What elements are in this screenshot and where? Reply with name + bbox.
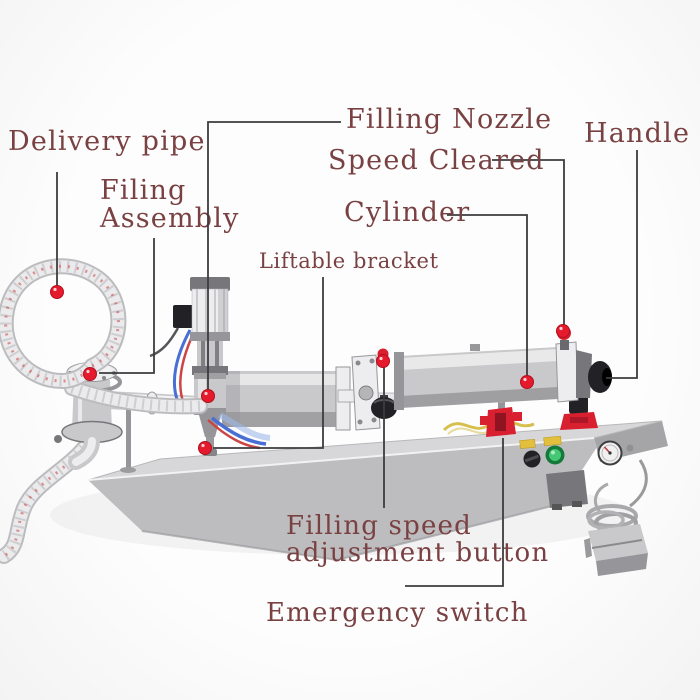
marker-delivery-pipe <box>50 285 64 299</box>
marker-filling-speed-adjustment-button <box>376 354 390 368</box>
cylinder-rear-plate <box>555 341 579 403</box>
marker-filing-assembly <box>83 367 97 381</box>
label-liftable-bracket: Liftable bracket <box>259 249 439 273</box>
clamp-wing-bolt <box>54 435 62 443</box>
leader-speed-cleared <box>492 159 565 325</box>
marker-liftable-bracket <box>198 441 212 455</box>
marker-speed-cleared <box>556 324 570 338</box>
control-panel <box>519 435 634 468</box>
label-cylinder: Cylinder <box>344 197 470 228</box>
label-filling-nozzle: Filling Nozzle <box>346 104 552 135</box>
solenoid-valve <box>173 305 194 328</box>
leader-handle <box>606 150 638 379</box>
leader-emergency-switch <box>405 438 504 587</box>
panel-label-left <box>519 438 536 449</box>
leader-liftable-bracket <box>213 277 324 449</box>
pedal-top <box>588 524 648 561</box>
power-cable <box>629 459 648 508</box>
pedal-front <box>596 553 648 576</box>
delivery-hose-tail <box>0 440 92 564</box>
solenoid-cable <box>149 327 180 358</box>
marker-filling-nozzle <box>201 389 215 403</box>
leader-filling-nozzle <box>207 121 341 392</box>
blue-air-tube <box>172 329 192 403</box>
support-foot <box>546 470 588 508</box>
rear-bracket <box>576 350 592 398</box>
label-emergency-switch: Emergency switch <box>266 598 529 628</box>
rod-hub <box>358 385 374 401</box>
cylinder-front-plate <box>394 352 404 410</box>
leader-cylinder <box>447 214 528 377</box>
leader-filing-assembly <box>99 238 155 374</box>
pipe-support-rod <box>126 406 131 468</box>
foot-pedal <box>584 482 648 576</box>
panel-label-right <box>543 435 562 447</box>
label-speed-cleared: Speed Cleared <box>328 145 545 176</box>
gauge-valve <box>626 444 634 452</box>
product-cylinder-left <box>222 366 351 431</box>
label-delivery-pipe: Delivery pipe <box>8 126 206 157</box>
label-handle: Handle <box>584 118 690 149</box>
machine-base <box>87 420 668 562</box>
base-front-face <box>88 438 597 560</box>
tower-top-cap <box>190 277 230 291</box>
delivery-hose-coil <box>0 258 208 415</box>
marker-cylinder <box>520 375 534 389</box>
